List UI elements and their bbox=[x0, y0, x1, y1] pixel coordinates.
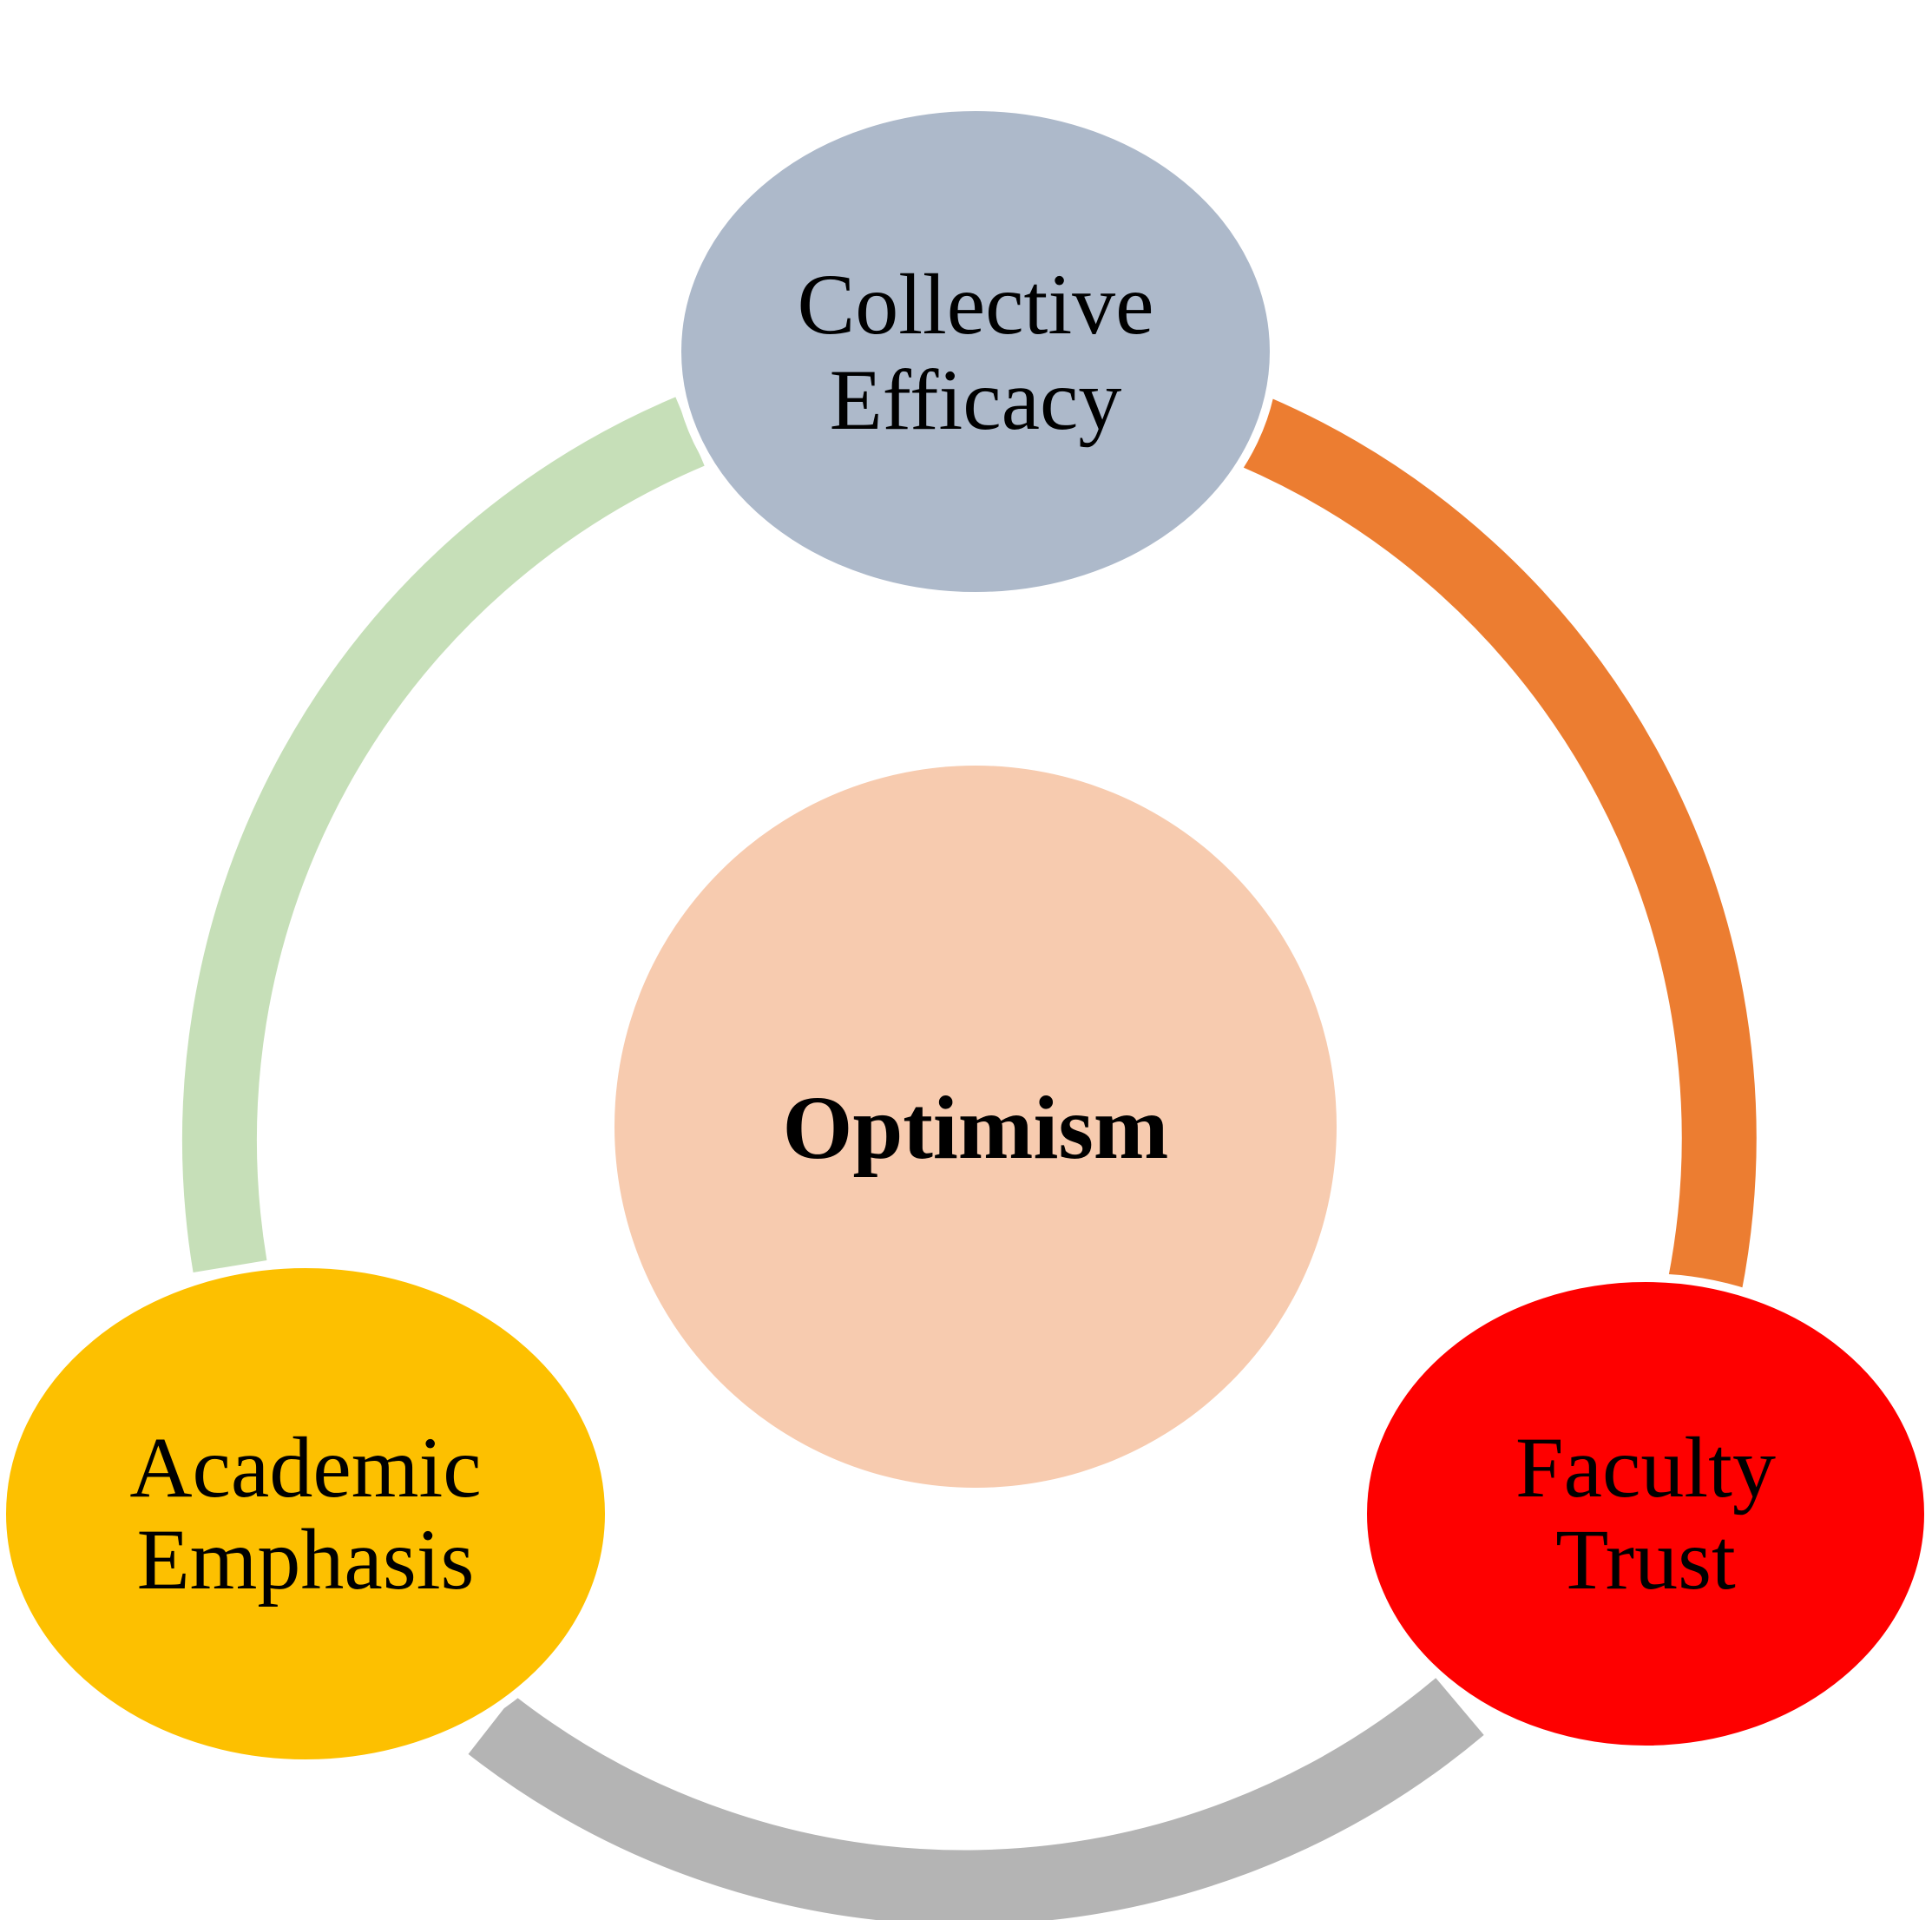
node-academic-emphasis-shape bbox=[0, 1259, 614, 1768]
node-faculty-trust: Faculty Trust bbox=[1358, 1273, 1932, 1754]
node-collective-efficacy-label-line-1: Collective bbox=[798, 256, 1154, 352]
node-academic-emphasis-label-line-1: Academic bbox=[129, 1419, 481, 1516]
node-faculty-trust-label-line-2: Trust bbox=[1555, 1511, 1736, 1608]
node-collective-efficacy-shape bbox=[673, 102, 1278, 601]
node-collective-efficacy: Collective Efficacy bbox=[673, 102, 1278, 601]
node-faculty-trust-shape bbox=[1358, 1273, 1932, 1754]
node-faculty-trust-label-line-1: Faculty bbox=[1515, 1419, 1776, 1516]
node-academic-emphasis-label-line-2: Emphasis bbox=[137, 1511, 475, 1608]
node-academic-emphasis: Academic Emphasis bbox=[0, 1259, 614, 1768]
node-collective-efficacy-label-line-2: Efficacy bbox=[830, 352, 1122, 448]
center-circle bbox=[614, 766, 1337, 1488]
connector-trust-to-emphasis bbox=[468, 1678, 1484, 1920]
center-label: Optimism bbox=[783, 1078, 1169, 1178]
connector-efficacy-to-trust bbox=[1239, 397, 1757, 1294]
center-concept-optimism: Optimism bbox=[614, 766, 1337, 1488]
connector-emphasis-to-efficacy bbox=[181, 397, 705, 1273]
